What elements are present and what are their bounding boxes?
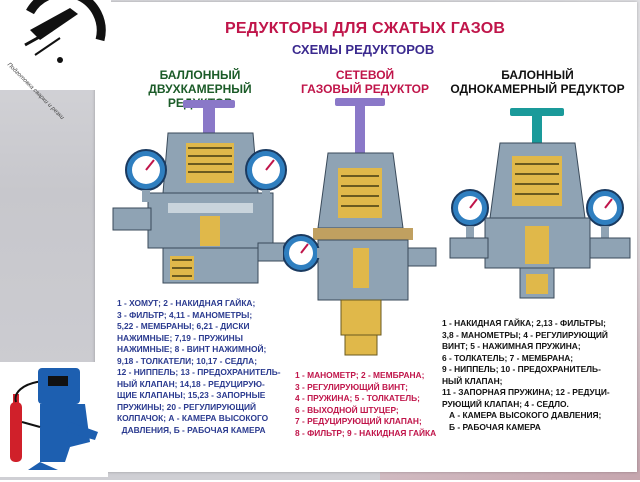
outlet-fitting-icon	[589, 237, 631, 259]
page-subtitle: СХЕМЫ РЕДУКТОРОВ	[292, 42, 435, 57]
handle-icon	[335, 98, 385, 106]
outlet-fitting-icon	[407, 247, 437, 267]
inlet-nipple-icon	[449, 237, 489, 259]
legend-two-chamber: 1 - ХОМУТ; 2 - НАКИДНАЯ ГАЙКА; 3 - ФИЛЬТ…	[117, 298, 281, 435]
diagram-network-reducer	[283, 98, 437, 356]
heading-line: БАЛОННЫЙ	[501, 68, 574, 82]
adjusting-screw-icon	[203, 103, 215, 133]
column-heading-single-chamber: БАЛОННЫЙ ОДНОКАМЕРНЫЙ РЕДУКТОР	[445, 68, 630, 96]
handle-icon	[183, 100, 235, 108]
heading-line: БАЛЛОННЫЙ	[159, 68, 241, 82]
legend-network: 1 - МАНОМЕТР; 2 - МЕМБРАНА; 3 - РЕГУЛИРУ…	[295, 370, 437, 438]
handle-icon	[510, 108, 564, 116]
welding-logo-icon	[24, 0, 106, 63]
welder-illustration	[0, 362, 108, 477]
heading-line: СЕТЕВОЙ	[335, 68, 395, 82]
logo: Подготовка сварки и резки	[0, 0, 111, 121]
adjusting-screw-icon	[355, 103, 365, 158]
welder-icon	[10, 368, 98, 470]
heading-line: ГАЗОВЫЙ РЕДУКТОР	[301, 82, 429, 96]
heading-line: ОДНОКАМЕРНЫЙ РЕДУКТОР	[450, 82, 625, 96]
diagram-single-chamber-reducer	[449, 108, 631, 299]
page-title: РЕДУКТОРЫ ДЛЯ СЖАТЫХ ГАЗОВ	[225, 20, 506, 37]
diagram-two-chamber-reducer	[112, 100, 289, 284]
adjusting-screw-icon	[532, 108, 542, 148]
legend-single-chamber: 1 - НАКИДНАЯ ГАЙКА; 2,13 - ФИЛЬТРЫ; 3,8 …	[442, 318, 610, 432]
inlet-nipple-icon	[112, 207, 152, 231]
union-nut-icon	[344, 334, 378, 356]
column-heading-network: СЕТЕВОЙ ГАЗОВЫЙ РЕДУКТОР	[295, 68, 435, 96]
filter-icon	[340, 299, 382, 336]
